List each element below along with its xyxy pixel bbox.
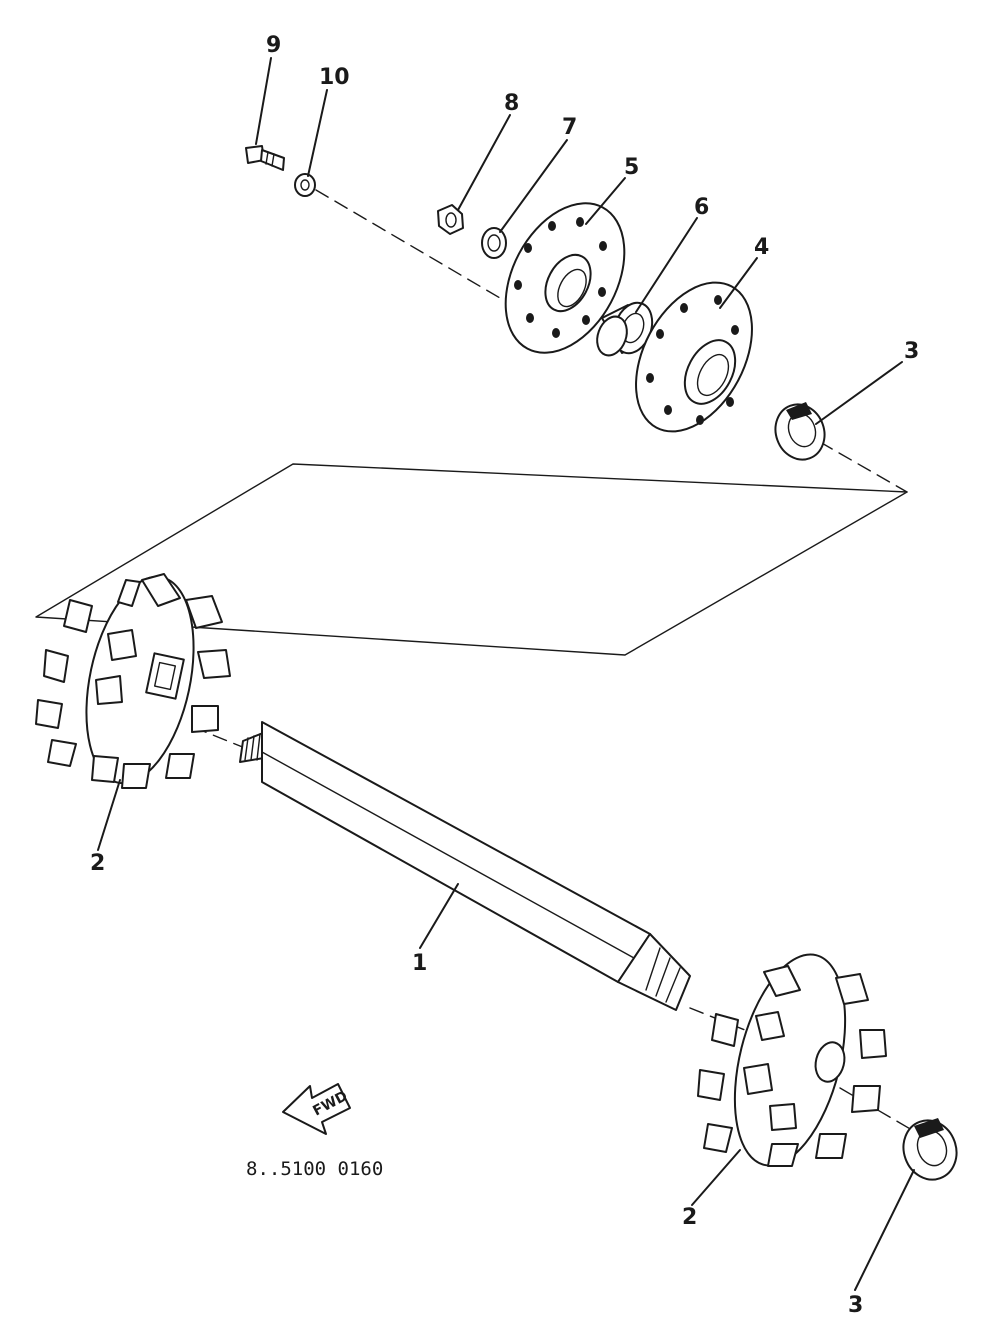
nut-part-8 (437, 204, 464, 235)
callout-4: 4 (754, 235, 769, 260)
plate-part-4 (635, 281, 753, 433)
shaft-part-1 (239, 721, 691, 1011)
forward-arrow-icon: FWD (282, 1083, 351, 1135)
plate-part-5 (504, 202, 626, 354)
bolt-part-9 (245, 145, 285, 171)
nut-part-10 (294, 173, 316, 197)
washer-part-7 (481, 227, 507, 259)
callout-9: 9 (266, 33, 281, 58)
reference-code: 8..5100 0160 (246, 1158, 383, 1180)
callout-1: 1 (412, 951, 427, 976)
callout-2-right: 2 (682, 1205, 697, 1230)
callout-3-lower: 3 (848, 1293, 863, 1318)
sprocket-part-2-left (35, 573, 231, 789)
callout-5: 5 (624, 155, 639, 180)
callout-3-upper: 3 (904, 339, 919, 364)
sprocket-part-2-right (697, 953, 887, 1167)
clip-part-3-upper (774, 402, 826, 461)
callout-8: 8 (504, 91, 519, 116)
callout-labels: 9 10 8 7 5 6 4 3 2 1 2 3 (90, 33, 919, 1318)
bearing-part-6 (596, 301, 654, 357)
callout-2-left: 2 (90, 851, 105, 876)
callout-10: 10 (319, 65, 350, 90)
callout-7: 7 (562, 115, 577, 140)
clip-part-3-lower (902, 1118, 958, 1181)
leader-lines (97, 57, 915, 1291)
callout-6: 6 (694, 195, 709, 220)
